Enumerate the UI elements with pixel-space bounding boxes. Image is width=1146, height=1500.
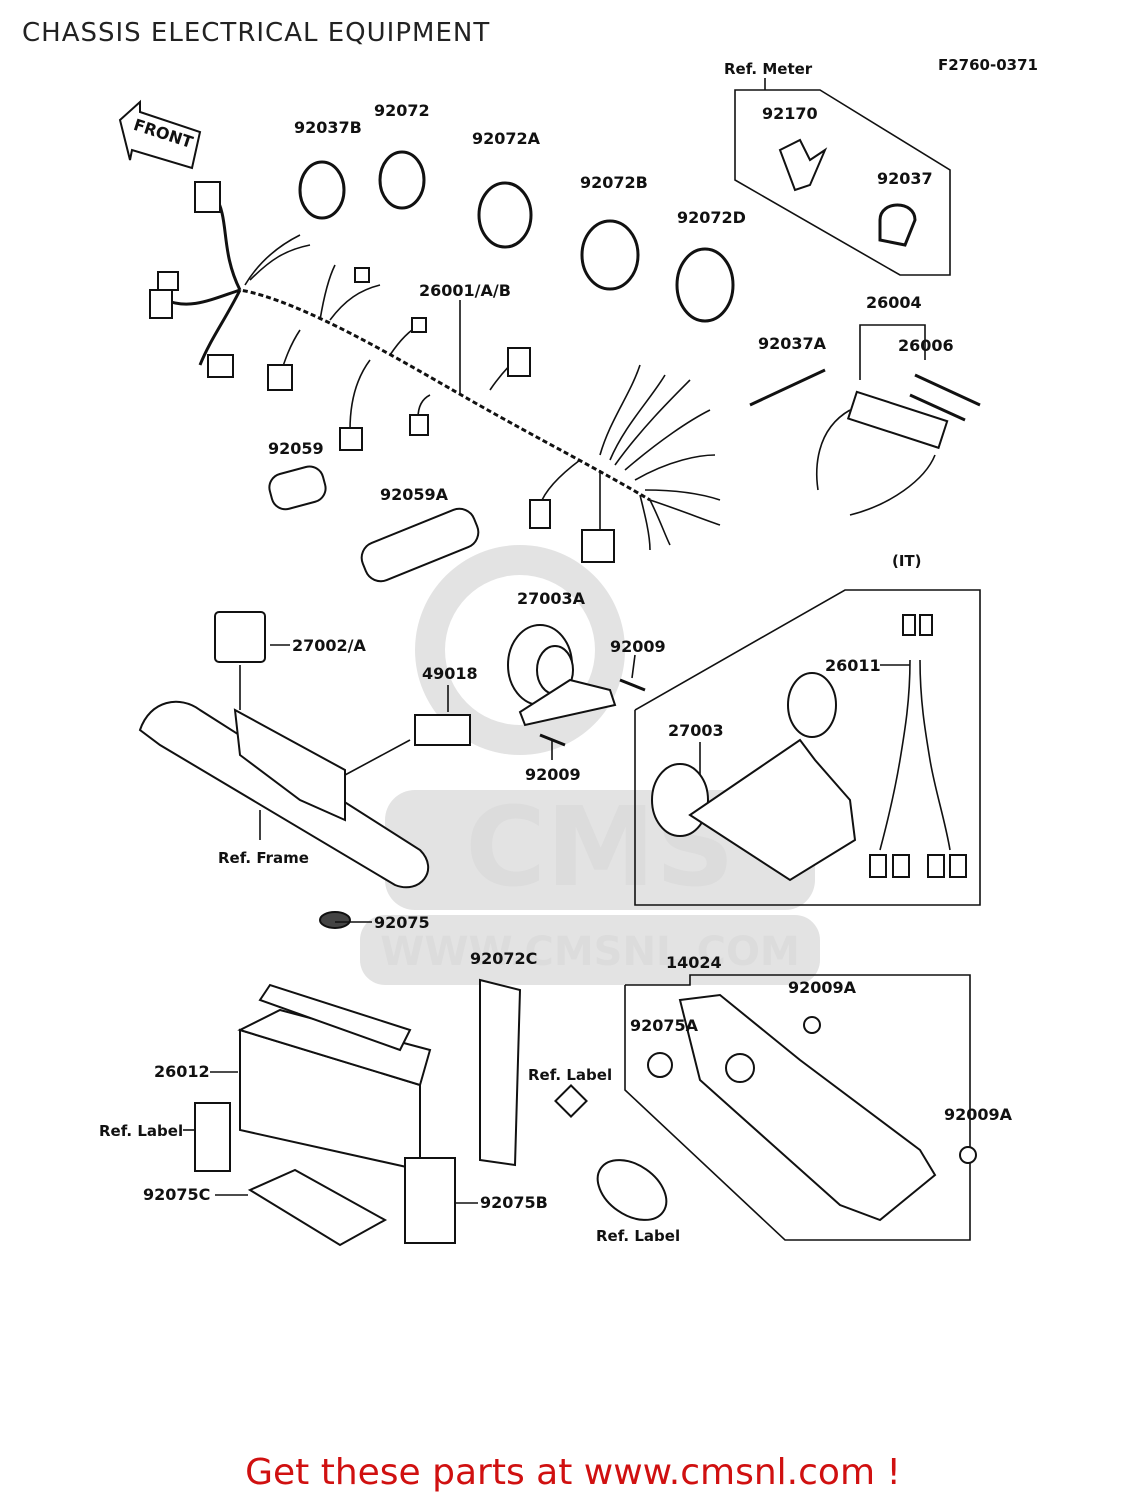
footer-call-to-action[interactable]: Get these parts at www.cmsnl.com ! xyxy=(245,1452,901,1493)
label-92037B: 92037B xyxy=(294,118,362,137)
ref-label-battery: Ref. Label xyxy=(99,1122,183,1140)
label-27002: 27002/A xyxy=(292,636,367,655)
label-92170: 92170 xyxy=(762,104,818,123)
main-harness xyxy=(149,181,721,563)
page-title: CHASSIS ELECTRICAL EQUIPMENT xyxy=(22,18,491,48)
watermark-url: WWW.CMSNL.COM xyxy=(380,929,800,975)
label-92009A-top: 92009A xyxy=(788,978,857,997)
label-92072B: 92072B xyxy=(580,173,648,192)
ref-meter-label: Ref. Meter xyxy=(724,60,813,78)
label-92009-top: 92009 xyxy=(610,637,666,656)
it-variant-box: (IT) xyxy=(634,552,981,906)
battery-strap xyxy=(479,978,668,1221)
label-27003: 27003 xyxy=(668,721,724,740)
horn-27003A xyxy=(507,624,646,747)
meter-group-bracket: Ref. Meter xyxy=(724,60,951,276)
label-27003A: 27003A xyxy=(517,589,586,608)
leader-lines xyxy=(183,644,910,1204)
reference-labels: Ref. Frame Ref. Label Ref. Label Ref. La… xyxy=(99,849,680,1245)
label-92072D: 92072D xyxy=(677,208,746,227)
ref-frame-label: Ref. Frame xyxy=(218,849,309,867)
front-arrow: FRONT xyxy=(118,99,202,170)
label-92059: 92059 xyxy=(268,439,324,458)
relay-on-frame xyxy=(138,611,471,889)
label-49018: 49018 xyxy=(422,664,478,683)
label-92072A: 92072A xyxy=(472,129,541,148)
it-label: (IT) xyxy=(892,552,922,570)
label-26004: 26004 xyxy=(866,293,922,312)
label-92075C: 92075C xyxy=(143,1185,210,1204)
label-92075B: 92075B xyxy=(480,1193,548,1212)
bracket-14024 xyxy=(624,974,977,1241)
ref-label-bottom: Ref. Label xyxy=(596,1227,680,1245)
label-92009A-bottom: 92009A xyxy=(944,1105,1013,1124)
battery-assembly xyxy=(194,911,456,1247)
label-92037: 92037 xyxy=(877,169,933,188)
harness-clamps xyxy=(298,138,917,407)
part-number-labels: 92037B 92072 92072A 92072B 92072D 26001/… xyxy=(143,101,1013,1212)
label-92059A: 92059A xyxy=(380,485,449,504)
label-14024: 14024 xyxy=(666,953,722,972)
ref-label-strap: Ref. Label xyxy=(528,1066,612,1084)
fuse-holder-assembly xyxy=(816,324,981,516)
label-92072C: 92072C xyxy=(470,949,537,968)
label-92075A: 92075A xyxy=(630,1016,699,1035)
label-26006: 26006 xyxy=(898,336,954,355)
label-92009-bottom: 92009 xyxy=(525,765,581,784)
label-26001: 26001/A/B xyxy=(419,281,511,300)
label-92075: 92075 xyxy=(374,913,430,932)
label-26012: 26012 xyxy=(154,1062,210,1081)
label-26011: 26011 xyxy=(825,656,881,675)
label-92072: 92072 xyxy=(374,101,430,120)
protective-tubes xyxy=(268,465,480,583)
label-92037A: 92037A xyxy=(758,334,827,353)
figure-code: F2760-0371 xyxy=(938,56,1038,74)
cms-watermark: CMS WWW.CMSNL.COM xyxy=(360,545,820,985)
